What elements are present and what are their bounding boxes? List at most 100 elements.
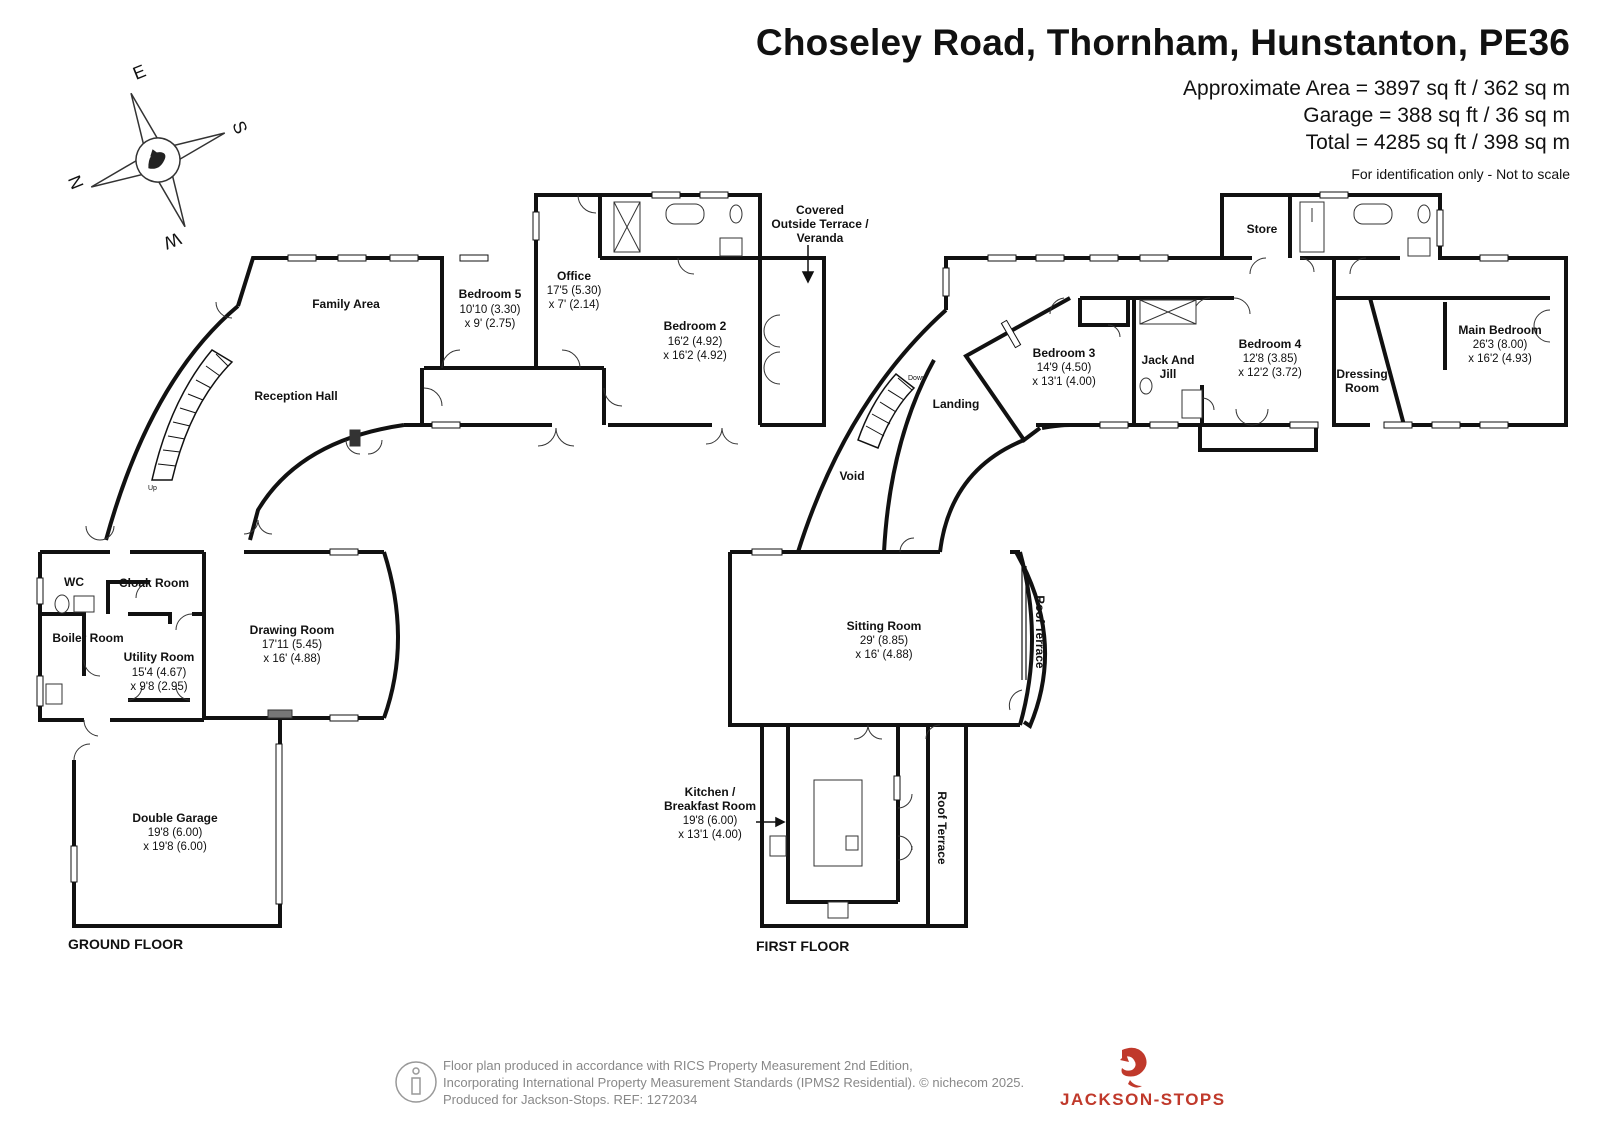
dim-kitchen-b: x 13'1 (4.00) <box>678 829 742 841</box>
plan-title: Choseley Road, Thornham, Hunstanton, PE3… <box>755 22 1570 63</box>
dim-double-garage-b: x 19'8 (6.00) <box>143 841 207 853</box>
kitchen-arrow-icon <box>756 816 786 828</box>
dim-bedroom-3-a: 14'9 (4.50) <box>1037 362 1092 374</box>
label-office: Office <box>557 269 591 283</box>
dim-main-bedroom-a: 26'3 (8.00) <box>1473 339 1528 351</box>
basin-icon <box>1181 389 1203 419</box>
footer-line-2: Incorporating International Property Mea… <box>443 1075 1025 1090</box>
dim-drawing-room-b: x 16' (4.88) <box>263 653 320 665</box>
ground-floor-walls <box>38 193 826 928</box>
compass-s: S <box>228 118 251 137</box>
label-veranda-2: Outside Terrace / <box>771 217 869 231</box>
dim-double-garage-a: 19'8 (6.00) <box>148 827 203 839</box>
sink-icon <box>845 835 859 851</box>
label-stairs-up: Up <box>148 485 157 492</box>
basin-icon <box>1407 237 1431 257</box>
compass-w: W <box>161 228 184 253</box>
ground-floor-staircase <box>151 349 234 481</box>
garage-area: Garage = 388 sq ft / 36 sq m <box>1303 104 1570 127</box>
first-floor-fixtures <box>769 201 1447 919</box>
label-wc: WC <box>64 575 84 589</box>
compass-rose-icon <box>90 92 226 228</box>
label-bedroom-5: Bedroom 5 <box>459 287 522 301</box>
jackson-stops-wordmark: JACKSON-STOPS <box>1060 1090 1226 1109</box>
first-floor-windows <box>751 191 1509 801</box>
dim-utility-room-a: 15'4 (4.67) <box>132 667 187 679</box>
dim-bedroom-2-a: 16'2 (4.92) <box>668 336 723 348</box>
dim-office-b: x 7' (2.14) <box>549 299 600 311</box>
dim-bedroom-5-b: x 9' (2.75) <box>465 318 516 330</box>
toilet-icon <box>1139 377 1153 395</box>
dim-main-bedroom-b: x 16'2 (4.93) <box>1468 353 1532 365</box>
dim-drawing-room-a: 17'11 (5.45) <box>262 639 322 651</box>
dim-utility-room-b: x 9'8 (2.95) <box>130 681 187 693</box>
jackson-stops-logo-icon <box>1120 1047 1147 1088</box>
label-jack-and-jill-1: Jack And <box>1142 353 1195 367</box>
label-void: Void <box>839 469 864 483</box>
sink-icon <box>45 683 63 705</box>
label-landing: Landing <box>933 397 980 411</box>
toilet-icon <box>729 204 743 224</box>
label-bedroom-2: Bedroom 2 <box>664 319 727 333</box>
label-veranda-1: Covered <box>796 203 844 217</box>
label-family-area: Family Area <box>312 297 380 311</box>
first-floor-label: FIRST FLOOR <box>756 938 850 954</box>
bath-icon <box>1353 203 1393 225</box>
first-floor-staircase <box>857 372 916 449</box>
label-roof-terrace-kitchen: Roof Terrace <box>935 791 949 864</box>
toilet-icon <box>1417 204 1431 224</box>
sink-icon <box>769 835 787 857</box>
dim-bedroom-5-a: 10'10 (3.30) <box>459 304 520 316</box>
label-double-garage: Double Garage <box>132 811 218 825</box>
label-dressing-room-2: Room <box>1345 381 1379 395</box>
label-veranda-3: Veranda <box>797 231 844 245</box>
footer-credits: Floor plan produced in accordance with R… <box>443 1057 1024 1108</box>
dim-sitting-room-b: x 16' (4.88) <box>855 649 912 661</box>
dim-bedroom-4-a: 12'8 (3.85) <box>1243 353 1298 365</box>
label-bedroom-3: Bedroom 3 <box>1033 346 1096 360</box>
dim-office-a: 17'5 (5.30) <box>547 285 602 297</box>
label-store: Store <box>1247 222 1278 236</box>
label-jack-and-jill-2: Jill <box>1160 367 1177 381</box>
dim-bedroom-3-b: x 13'1 (4.00) <box>1032 376 1096 388</box>
footer-line-1: Floor plan produced in accordance with R… <box>443 1058 913 1073</box>
label-bedroom-4: Bedroom 4 <box>1239 337 1302 351</box>
ground-floor-label: GROUND FLOOR <box>68 936 184 952</box>
rics-badge-icon <box>395 1061 437 1103</box>
label-sitting-room: Sitting Room <box>847 619 922 633</box>
veranda-arrow-icon <box>801 245 815 284</box>
label-kitchen-1: Kitchen / <box>685 785 736 799</box>
label-reception-hall: Reception Hall <box>254 389 337 403</box>
label-main-bedroom: Main Bedroom <box>1458 323 1541 337</box>
dim-bedroom-4-b: x 12'2 (3.72) <box>1238 367 1302 379</box>
ground-floor-fixtures <box>45 201 743 719</box>
first-floor-doors <box>853 257 1551 861</box>
bath-icon <box>665 203 705 225</box>
basin-icon <box>719 237 743 257</box>
toilet-icon <box>54 594 70 614</box>
dim-kitchen-a: 19'8 (6.00) <box>683 815 738 827</box>
compass-n: N <box>64 172 87 192</box>
total-area: Total = 4285 sq ft / 398 sq m <box>1305 131 1570 154</box>
fireplace-icon <box>267 709 293 719</box>
label-stairs-down: Down <box>908 375 926 382</box>
footer-line-3: Produced for Jackson-Stops. REF: 1272034 <box>443 1092 698 1107</box>
scale-note: For identification only - Not to scale <box>1351 166 1570 182</box>
hob-icon <box>827 901 849 919</box>
dim-bedroom-2-b: x 16'2 (4.92) <box>663 350 727 362</box>
kitchen-island-icon <box>813 779 863 867</box>
approximate-area: Approximate Area = 3897 sq ft / 362 sq m <box>1183 77 1570 100</box>
label-dressing-room-1: Dressing <box>1336 367 1387 381</box>
label-drawing-room: Drawing Room <box>250 623 335 637</box>
ground-floor-doors <box>73 194 781 761</box>
compass-e: E <box>130 61 149 84</box>
label-boiler-room: Boiler Room <box>52 631 123 645</box>
dim-sitting-room-a: 29' (8.85) <box>860 635 908 647</box>
ground-floor-windows <box>36 191 729 905</box>
label-roof-terrace-sitting: Roof Terrace <box>1033 595 1047 668</box>
label-utility-room: Utility Room <box>124 650 195 664</box>
basin-icon <box>73 595 95 613</box>
label-cloak-room: Cloak Room <box>119 576 189 590</box>
label-kitchen-2: Breakfast Room <box>664 799 756 813</box>
